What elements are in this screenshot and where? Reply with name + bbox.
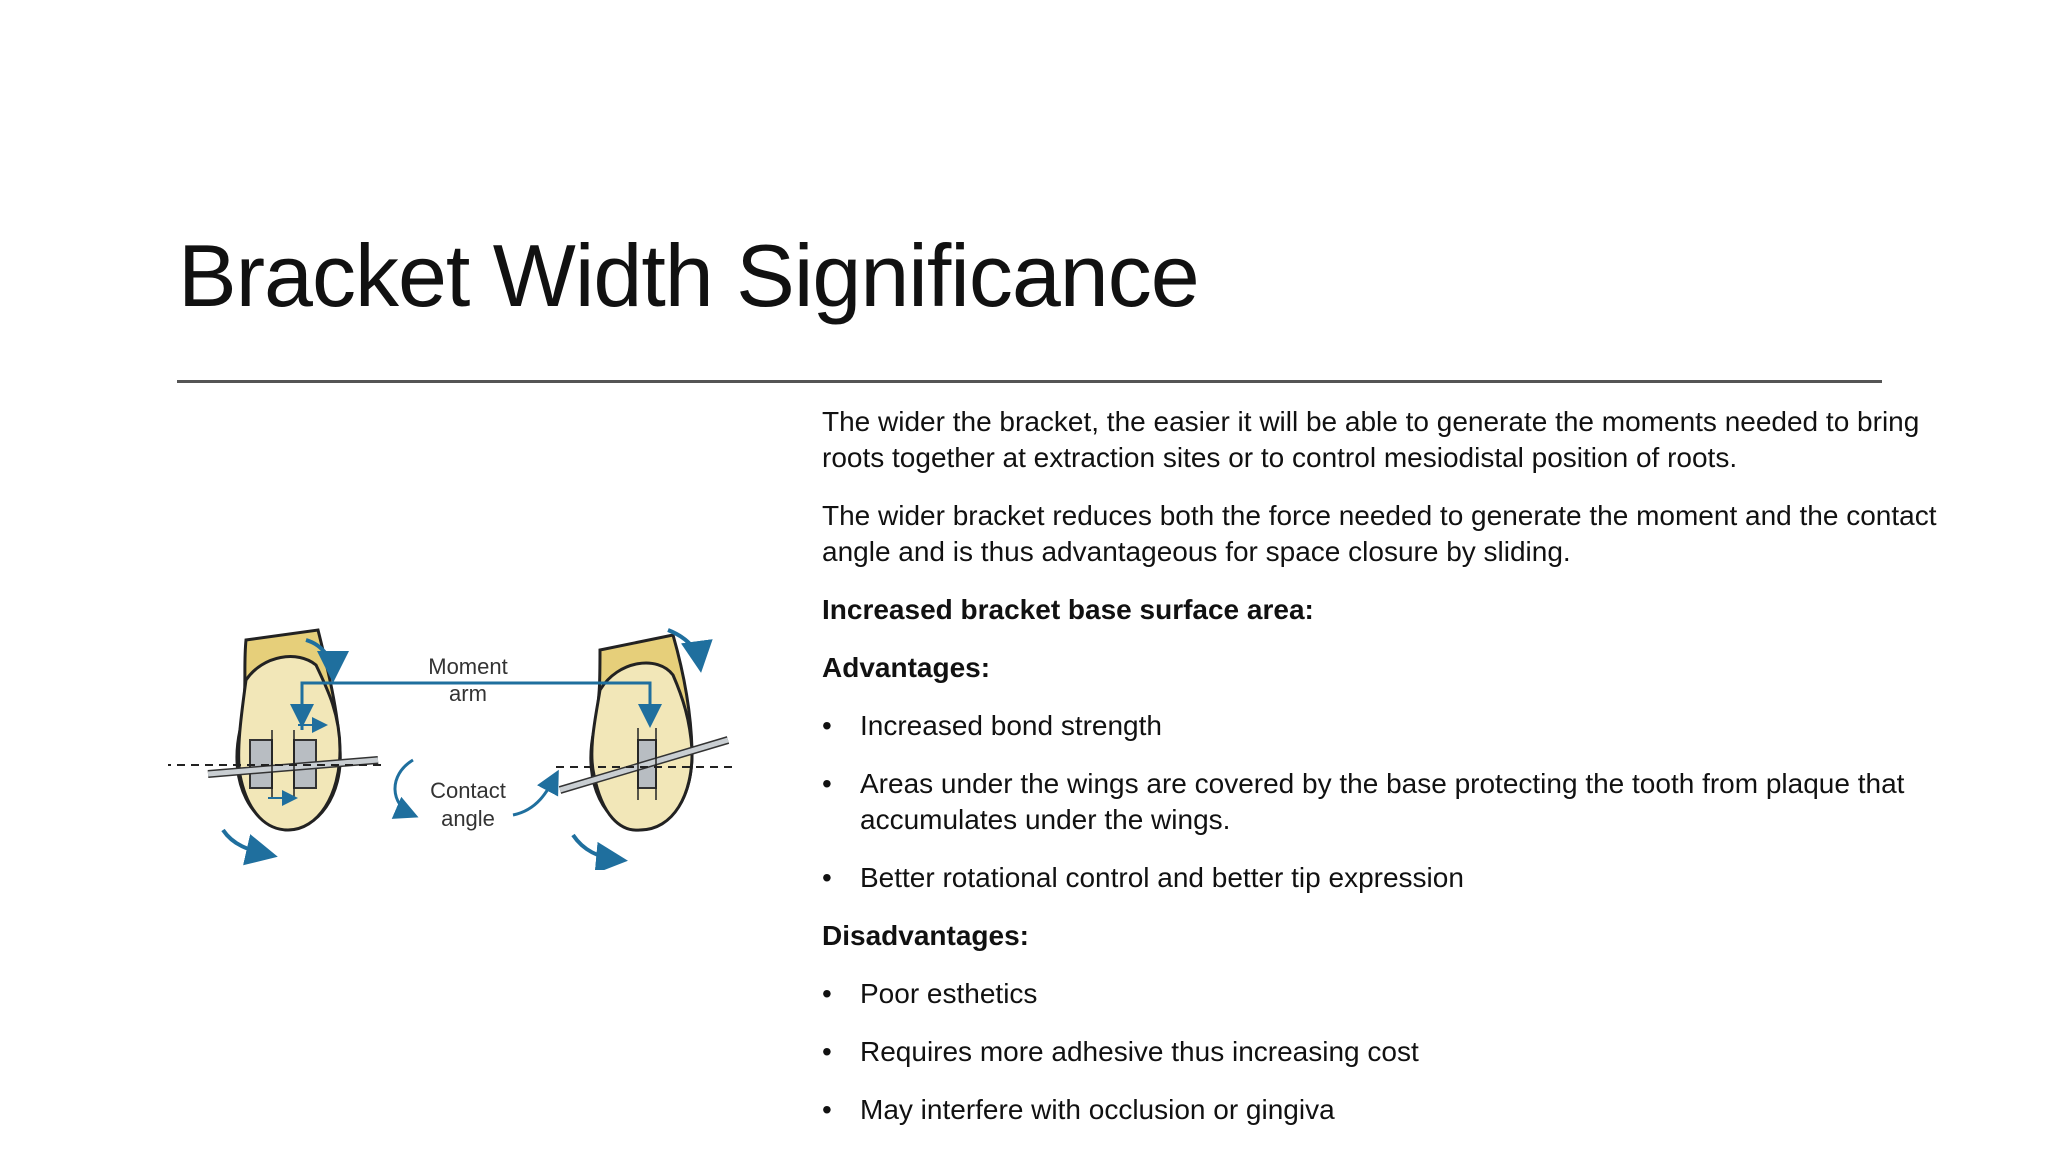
right-tooth <box>556 633 733 832</box>
bracket-width-diagram: Moment arm Contact angle <box>168 628 733 870</box>
bullet-icon: • <box>822 710 832 741</box>
advantage-text: Better rotational control and better tip… <box>860 862 1464 893</box>
label-moment: Moment <box>428 654 507 679</box>
disadvantage-text: Poor esthetics <box>860 978 1038 1009</box>
rotation-arrow-icon <box>571 833 628 870</box>
bullet-icon: • <box>822 1094 832 1125</box>
left-tooth <box>168 628 383 832</box>
slide-title: Bracket Width Significance <box>178 226 1200 325</box>
label-contact: Contact <box>430 778 506 803</box>
disadvantage-text: May interfere with occlusion or gingiva <box>860 1094 1335 1125</box>
list-item: • Requires more adhesive thus increasing … <box>822 1034 1982 1070</box>
list-item: • May interfere with occlusion or gingiva <box>822 1092 1982 1128</box>
rotation-arrow-icon <box>667 628 713 673</box>
list-item: • Poor esthetics <box>822 976 1982 1012</box>
advantage-text: Areas under the wings are covered by the… <box>860 768 1905 835</box>
paragraph-2: The wider bracket reduces both the force… <box>822 500 1937 567</box>
bullet-icon: • <box>822 1036 832 1067</box>
bullet-icon: • <box>822 768 832 799</box>
heading-advantages: Advantages: <box>822 652 991 683</box>
bullet-icon: • <box>822 978 832 1009</box>
disadvantage-text: Requires more adhesive thus increasing c… <box>860 1036 1419 1067</box>
advantage-text: Increased bond strength <box>860 710 1162 741</box>
moment-arm-bracket <box>290 681 662 730</box>
label-arm: arm <box>449 681 487 706</box>
heading-base-area: Increased bracket base surface area: <box>822 594 1314 625</box>
list-item: • Better rotational control and better ti… <box>822 860 1982 896</box>
heading-disadvantages: Disadvantages: <box>822 920 1029 951</box>
list-item: • Increased bond strength <box>822 708 1982 744</box>
label-angle: angle <box>441 806 495 831</box>
contact-angle-arrow-icon <box>512 769 559 817</box>
paragraph-1: The wider the bracket, the easier it wil… <box>822 406 1920 473</box>
rotation-arrow-icon <box>305 638 349 683</box>
title-divider <box>177 380 1882 383</box>
contact-angle-arrow-icon <box>391 758 419 819</box>
body-text: The wider the bracket, the easier it wil… <box>822 404 1982 1150</box>
list-item: • Areas under the wings are covered by th… <box>822 766 1982 838</box>
bullet-icon: • <box>822 862 832 893</box>
rotation-arrow-icon <box>221 828 278 866</box>
